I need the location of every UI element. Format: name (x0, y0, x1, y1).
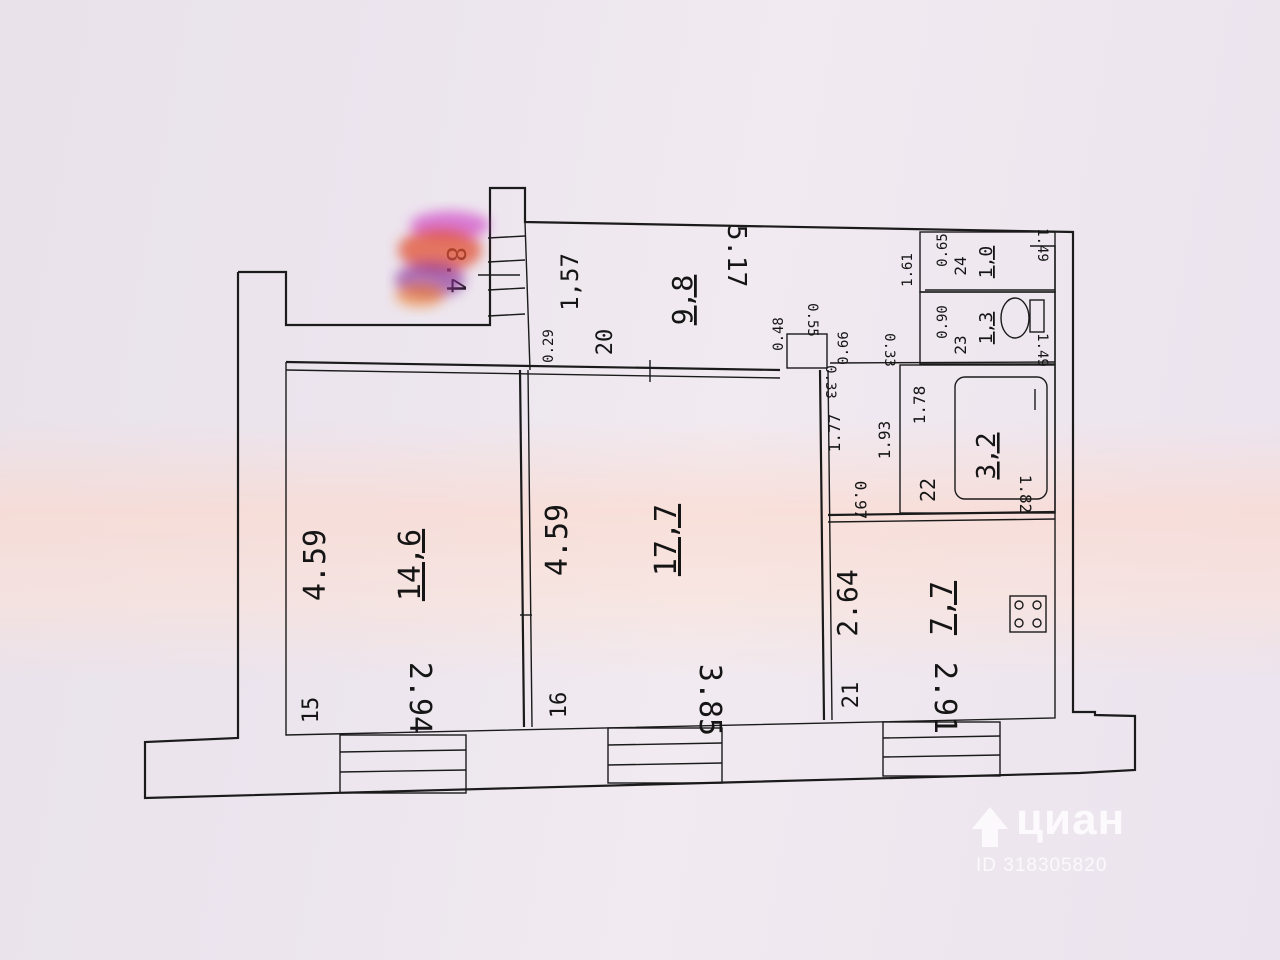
room2-code: 16 (547, 692, 572, 719)
toilet-dim-3: 0.33 (881, 333, 897, 367)
window-3 (882, 721, 1001, 777)
location-pin-icon (972, 807, 1008, 847)
toilet-dim-2: 1.49 (1034, 333, 1050, 367)
room1-length: 4.59 (298, 529, 333, 601)
dim-0-48: 0.48 (771, 317, 787, 351)
dim-0-55: 0.55 (804, 303, 820, 337)
storage-dim-3: 1.49 (1034, 228, 1050, 262)
balcony (487, 235, 526, 317)
kitchen-area: 7,7 (925, 581, 960, 635)
toilet-dim-1: 0.90 (935, 305, 951, 339)
dim-0-29: 0.29 (541, 329, 557, 363)
toilet-bowl (1000, 297, 1030, 339)
storage-dim-2: 0.65 (935, 233, 951, 267)
hall-length: 5.17 (721, 225, 751, 288)
watermark: циан ID 318305820 (968, 795, 1188, 905)
bath-code: 22 (916, 478, 940, 502)
room2-width: 3.85 (692, 664, 727, 736)
kitchen-width: 2.91 (927, 662, 962, 734)
bath-area: 3,2 (972, 433, 1002, 480)
hall-code: 20 (593, 329, 618, 356)
wall-hall-rooms (285, 360, 781, 372)
room1-code: 15 (299, 697, 324, 724)
storage-dim-1: 1.61 (900, 253, 916, 287)
bath-dim-5: 1.77 (825, 414, 844, 453)
dim-0-66: 0.66 (836, 331, 852, 365)
marker-smudge (395, 211, 490, 307)
wall-kitchen-bath-b (827, 518, 1056, 523)
storage-room (919, 231, 1056, 293)
toilet-code: 23 (951, 335, 970, 354)
room1-area: 14,6 (393, 529, 428, 601)
column (786, 333, 828, 369)
hall-area: 9,8 (666, 275, 699, 326)
watermark-brand: циан (1016, 795, 1126, 844)
storage-area: 1,0 (976, 246, 997, 279)
wall-room1-room2-b (527, 369, 533, 728)
wall-balcony-hall (524, 221, 531, 371)
wall-hall-bath (829, 361, 1056, 364)
room2-length: 4.59 (540, 504, 575, 576)
stove-icon (1009, 595, 1047, 633)
outer-wall (143, 186, 1137, 800)
room1-width: 2.94 (402, 662, 437, 734)
kitchen-length: 2.64 (831, 569, 864, 636)
wall-room2-kitchen (818, 369, 826, 721)
inner-wall (285, 245, 1056, 736)
toilet-area: 1,3 (976, 312, 997, 345)
wall-room2-kitchen-b (827, 369, 833, 721)
watermark-id: ID 318305820 (976, 855, 1108, 876)
window-1 (339, 734, 467, 794)
wall-hall-rooms-b (285, 369, 781, 379)
balcony-width: 1,57 (556, 253, 584, 311)
bath-dim-2: 1.78 (910, 386, 929, 425)
dim-0-33: 0.33 (822, 365, 838, 399)
wall-room1-room2 (518, 369, 526, 728)
bath-dim-1: 1.93 (875, 421, 894, 460)
bathroom (899, 364, 1056, 514)
window-2 (607, 727, 723, 784)
bath-dim-3: 1.82 (1016, 475, 1035, 514)
room2-area: 17,7 (649, 504, 684, 576)
storage-code: 24 (951, 256, 970, 275)
bath-dim-4: 0.97 (851, 481, 870, 520)
bathtub (954, 376, 1048, 500)
kitchen-code: 21 (839, 682, 864, 709)
